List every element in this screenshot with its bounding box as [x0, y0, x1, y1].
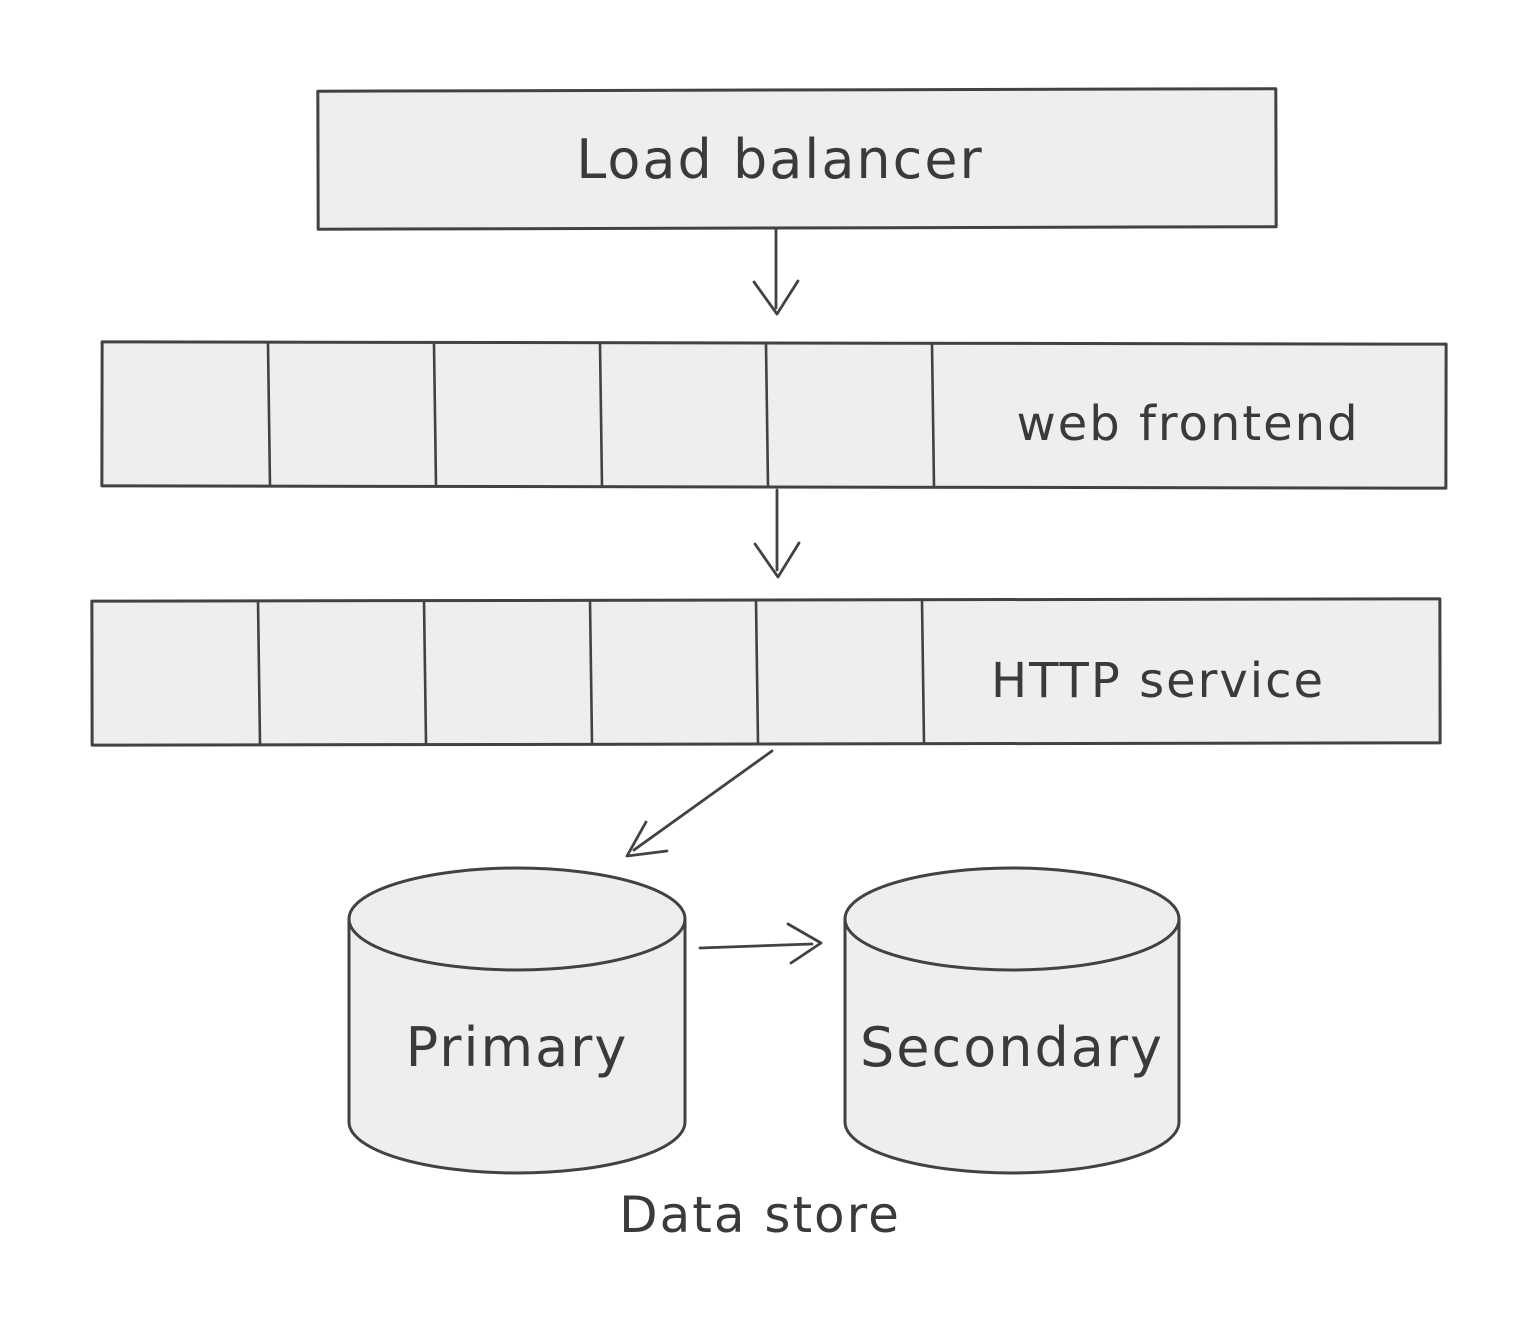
row-cell-divider [764, 342, 770, 488]
row-cell-divider [754, 599, 760, 745]
primary-db-top [347, 866, 687, 972]
connector-load-balancer-to-web-frontend [752, 228, 800, 316]
data-store-caption: Data store [619, 1186, 901, 1244]
secondary-db-cylinder: Secondary [843, 866, 1181, 1175]
http-service-label: HTTP service [991, 653, 1325, 709]
row-cell-divider [266, 342, 272, 488]
http-service-cell-dividers [256, 599, 926, 745]
primary-db-cylinder: Primary [347, 866, 687, 1175]
load-balancer-label: Load balancer [576, 128, 984, 191]
row-cell-divider [432, 342, 438, 488]
arrow-head-down-icon [753, 541, 801, 579]
load-balancer-box [316, 87, 1278, 231]
primary-db-label: Primary [406, 1016, 629, 1079]
secondary-db-top [843, 866, 1181, 972]
primary-db-body [347, 918, 687, 1175]
web-frontend-box [100, 340, 1448, 490]
web-frontend-row: web frontend [100, 340, 1448, 490]
arrow-shaft [632, 749, 774, 852]
row-cell-divider [598, 342, 604, 488]
row-cell-divider [588, 599, 594, 745]
http-service-box [90, 597, 1442, 747]
secondary-db-body [843, 918, 1181, 1175]
row-cell-divider [920, 599, 926, 745]
connector-http-service-to-primary [625, 749, 774, 858]
arrow-head-downleft-icon [625, 820, 669, 858]
web-frontend-label: web frontend [1016, 396, 1359, 452]
row-cell-divider [422, 599, 428, 745]
connector-web-frontend-to-http-service [753, 488, 801, 579]
web-frontend-cell-dividers [266, 342, 936, 488]
connector-primary-to-secondary [698, 922, 823, 965]
arrow-shaft [698, 942, 814, 950]
load-balancer-node: Load balancer [316, 87, 1278, 231]
row-cell-divider [256, 599, 262, 745]
row-cell-divider [930, 342, 936, 488]
http-service-row: HTTP service [90, 597, 1442, 747]
secondary-db-label: Secondary [860, 1016, 1164, 1079]
arrow-head-down-icon [752, 279, 800, 316]
arrow-head-right-icon [786, 922, 823, 965]
